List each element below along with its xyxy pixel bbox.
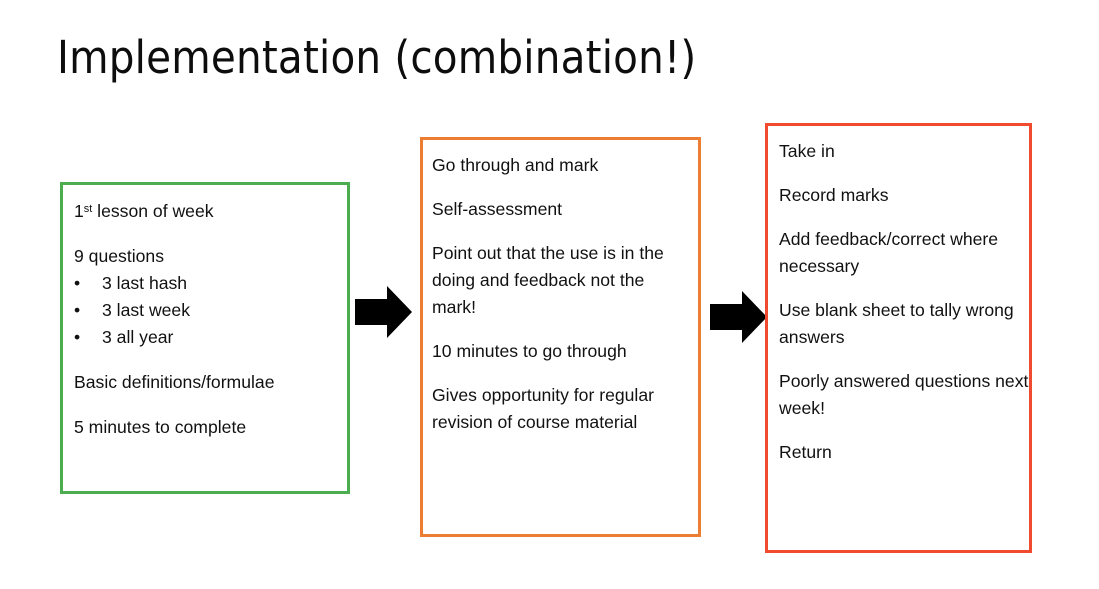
content-line: Add feedback/correct where necessary — [779, 229, 999, 276]
content-line: Go through and mark — [432, 155, 599, 175]
content-line: Use blank sheet to tally wrong answers — [779, 300, 1014, 347]
content-spacer — [432, 365, 690, 382]
bullet-dot-icon: • — [74, 300, 81, 320]
list-item: • 3 last week — [74, 297, 347, 324]
ordinal-number: 1 — [74, 201, 84, 221]
content-spacer — [74, 396, 347, 414]
list-item-label: 3 last hash — [102, 273, 188, 293]
content-spacer — [779, 280, 1029, 297]
content-line: Self-assessment — [432, 199, 563, 219]
content-spacer — [779, 422, 1029, 439]
ordinal-suffix: st — [83, 202, 93, 215]
flow-arrow-right-icon — [710, 290, 768, 344]
content-line: 10 minutes to go through — [432, 341, 627, 361]
list-item-label: 3 all year — [102, 327, 174, 347]
stage-1-content: 1st lesson of week 9 questions • 3 last has… — [63, 185, 347, 441]
content-spacer — [74, 351, 347, 369]
bullet-dot-icon: • — [74, 273, 81, 293]
content-line: 9 questions — [74, 246, 164, 266]
content-spacer — [432, 223, 690, 240]
content-line: Point out that the use is in the doing a… — [432, 243, 664, 317]
flow-arrow-right-icon — [355, 285, 413, 339]
content-line: 5 minutes to complete — [74, 417, 247, 437]
page-title: Implementation (combination!) — [57, 31, 697, 84]
content-line: Poorly answered questions next week! — [779, 371, 1029, 418]
content-line-text: lesson of week — [92, 201, 214, 221]
stage-1-box: 1st lesson of week 9 questions • 3 last has… — [60, 182, 350, 494]
content-spacer — [779, 351, 1029, 368]
content-line: Basic definitions/formulae — [74, 372, 275, 392]
content-line: Gives opportunity for regular revision o… — [432, 385, 654, 432]
content-line: 1st lesson of week — [74, 198, 347, 225]
content-spacer — [432, 321, 690, 338]
list-item: • 3 all year — [74, 324, 347, 351]
content-line: Take in — [779, 141, 835, 161]
list-item-label: 3 last week — [102, 300, 191, 320]
content-spacer — [74, 225, 347, 243]
list-item: • 3 last hash — [74, 270, 347, 297]
bullet-dot-icon: • — [74, 327, 81, 347]
content-spacer — [432, 179, 690, 196]
content-spacer — [779, 209, 1029, 226]
content-line: Record marks — [779, 185, 889, 205]
content-line: Return — [779, 442, 832, 462]
content-spacer — [779, 165, 1029, 182]
